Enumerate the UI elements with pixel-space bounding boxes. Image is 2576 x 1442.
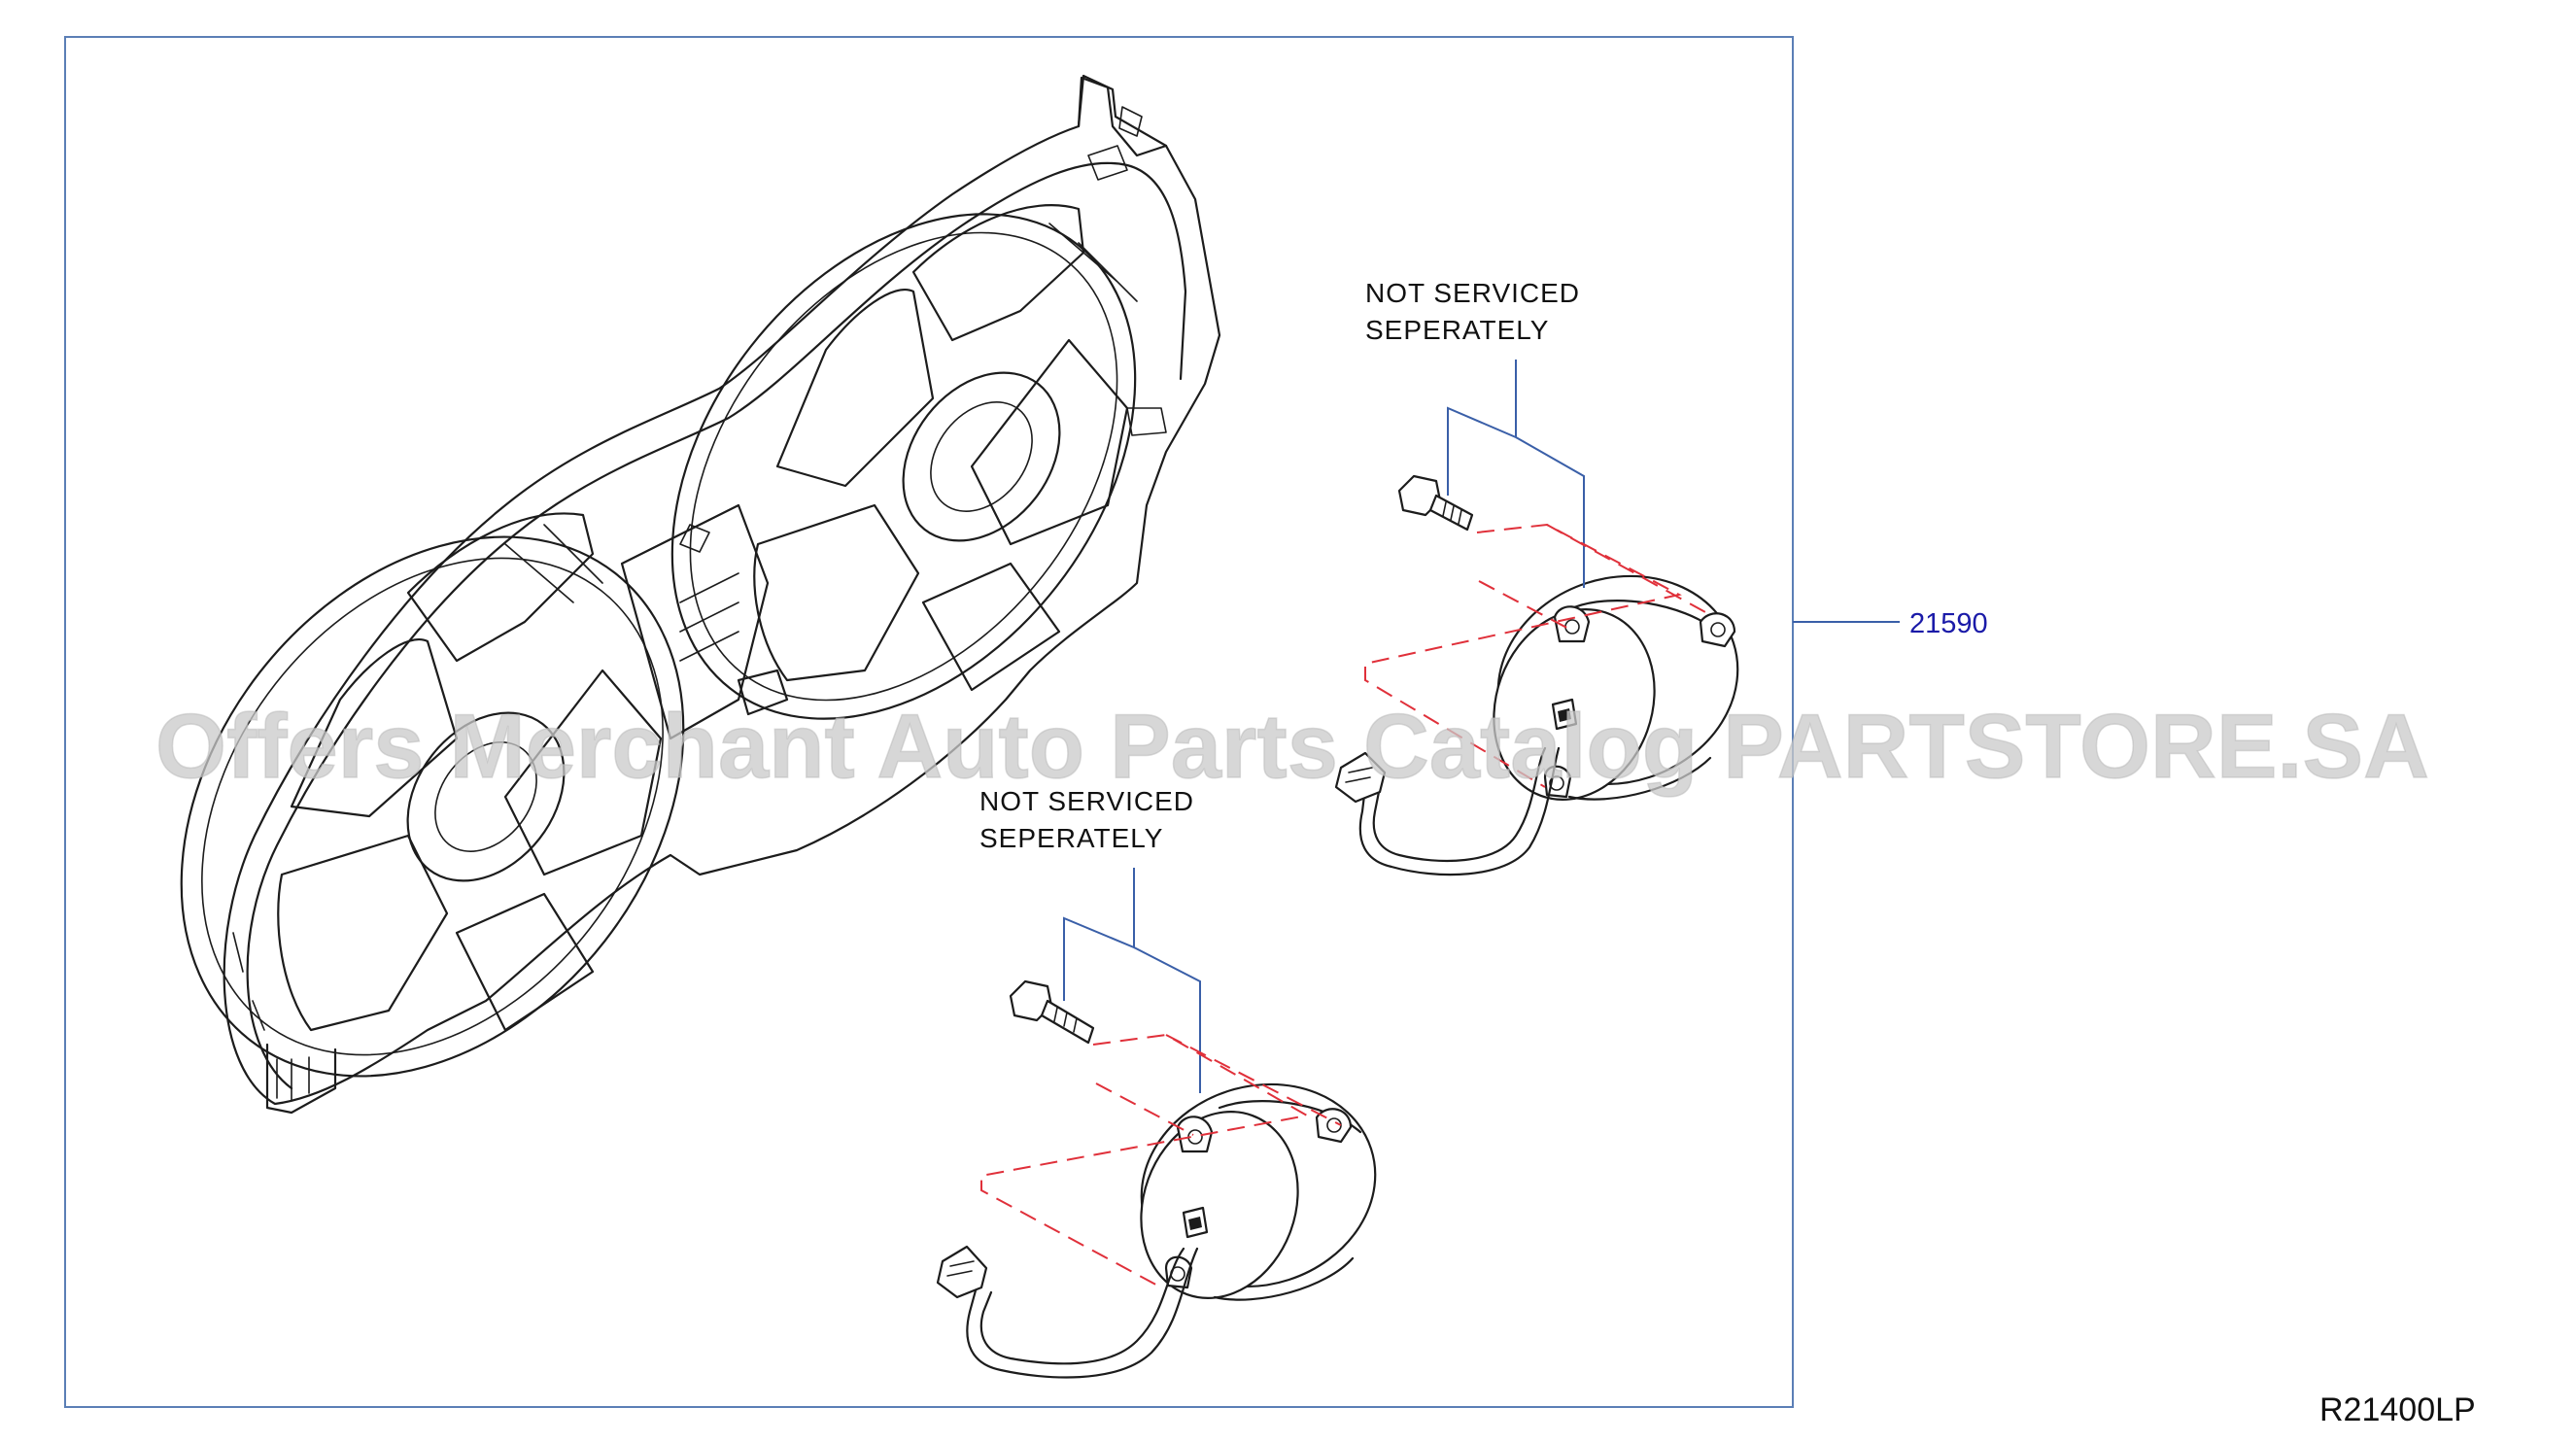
callout-lower-line2: SEPERATELY — [979, 823, 1163, 853]
reference-code: R21400LP — [2319, 1391, 2476, 1428]
watermark-text: Offers Merchant Auto Parts Catalog PARTS… — [155, 695, 2429, 797]
bolt-drawing-upper[interactable] — [1397, 474, 1474, 532]
callout-upper-line2: SEPERATELY — [1365, 315, 1549, 345]
diagram-frame — [64, 36, 1794, 1408]
callout-leader-upper-2 — [1515, 436, 1585, 588]
fan-motor-drawing-lower[interactable] — [1115, 1054, 1401, 1320]
assembly-guide-upper-2 — [1546, 524, 1706, 613]
fan-shroud-drawing[interactable] — [78, 74, 1230, 1175]
assembly-guide-lower-3 — [1095, 1082, 1194, 1136]
assembly-guide-upper-3 — [1478, 580, 1575, 633]
bolt-drawing-lower[interactable] — [1009, 979, 1095, 1045]
callout-upper-line1: NOT SERVICED — [1365, 278, 1580, 308]
callout-leader-upper — [1447, 360, 1517, 496]
wire-harness-drawing-lower[interactable] — [936, 1245, 1199, 1379]
assembly-guide-lower-2 — [1165, 1034, 1342, 1126]
callout-leader-lower — [1063, 868, 1135, 1001]
wire-harness-drawing-upper[interactable] — [1334, 746, 1561, 876]
assembly-guide-lower — [980, 1033, 1310, 1288]
callout-leader-lower-2 — [1133, 946, 1201, 1093]
assembly-guide-upper — [1364, 523, 1682, 788]
part-number-label[interactable]: 21590 — [1909, 608, 1988, 639]
fan-motor-drawing-upper[interactable] — [1468, 546, 1766, 823]
callout-lower-line1: NOT SERVICED — [979, 786, 1194, 816]
